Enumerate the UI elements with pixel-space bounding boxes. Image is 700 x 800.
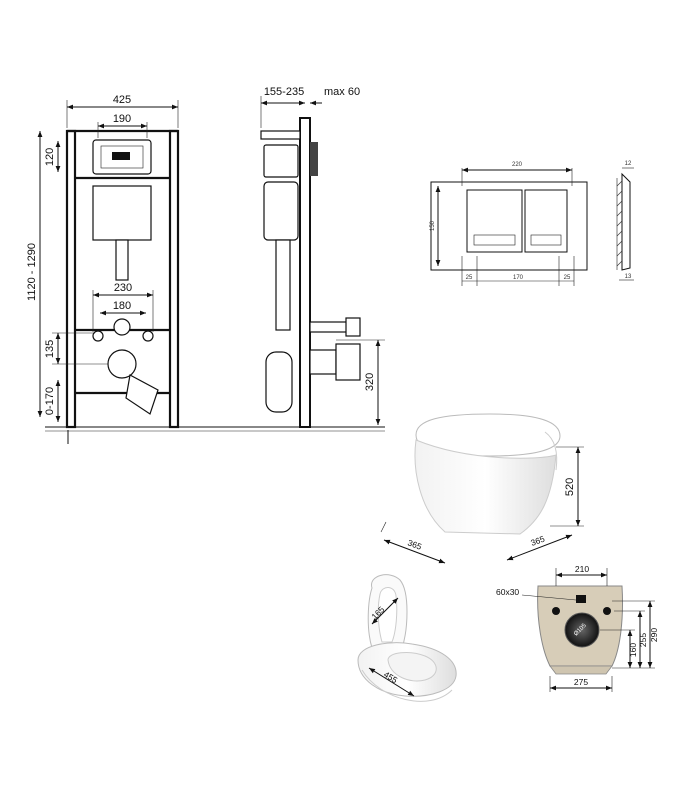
dim-wall-max: max 60 — [324, 86, 360, 98]
dim-drain-height: 320 — [364, 373, 376, 391]
side-top-rail — [260, 130, 301, 140]
drain-outlet — [107, 349, 137, 379]
water-valve — [345, 317, 361, 337]
dim-inlet-size: 60x30 — [496, 587, 519, 597]
frame-left-post — [65, 129, 77, 429]
dim-depth-range: 155-235 — [264, 86, 304, 98]
frame-right-post — [168, 129, 180, 429]
dim-width-total: 425 — [113, 94, 131, 106]
dim-plate-thickness-bottom: 13 — [625, 274, 632, 280]
rear-view: Ø105 60x30 210 275 290 255 160 — [496, 564, 659, 692]
flush-plate: 220 150 25 170 25 12 13 — [430, 161, 634, 286]
rear-bolt-right — [603, 607, 611, 615]
bowl-view: 520 365 365 — [380, 413, 584, 564]
bolt-left — [92, 330, 104, 342]
wall-section — [299, 117, 311, 428]
bolt-right — [142, 330, 154, 342]
dim-h-low: 160 — [628, 643, 638, 657]
dim-plate-thickness-top: 12 — [625, 161, 632, 167]
dim-h-outer: 290 — [649, 628, 659, 642]
plate-hatch — [616, 180, 623, 267]
flush-button-large-mark — [473, 234, 516, 246]
rear-drain-hole — [564, 612, 600, 648]
water-inlet — [113, 318, 131, 336]
dim-bolt-outer: 230 — [114, 282, 132, 294]
side-downpipe — [275, 239, 291, 331]
dim-plate-width: 220 — [512, 162, 523, 168]
rear-inlet — [576, 595, 586, 603]
dim-height-range: 1120 - 1290 — [26, 243, 38, 301]
water-connector — [309, 321, 351, 333]
dim-foot-adjust: 0-170 — [44, 387, 56, 415]
dim-plate-margin-left: 25 — [466, 275, 473, 281]
flush-button-small — [524, 189, 568, 253]
dim-bolt-inner: 180 — [113, 300, 131, 312]
dim-plate-center: 170 — [513, 275, 524, 281]
dim-plate-height: 150 — [430, 220, 436, 231]
side-cistern — [263, 181, 299, 241]
flush-pipe — [115, 239, 129, 281]
front-view: 425 190 120 1120 - 1290 230 180 135 0-17… — [26, 94, 385, 444]
dim-h-mid: 255 — [638, 633, 648, 647]
dim-bowl-depth: 365 — [406, 537, 423, 551]
side-flush-plate — [310, 142, 318, 176]
side-flush-box — [263, 144, 299, 178]
dim-bowl-width: 365 — [529, 534, 546, 548]
cistern — [92, 185, 152, 241]
drain-elbow — [125, 374, 159, 415]
dim-bolt-drain: 135 — [44, 340, 56, 358]
drain-coupling — [335, 343, 361, 381]
flush-mechanism — [100, 145, 144, 169]
rear-bolt-left — [552, 607, 560, 615]
flush-button-small-mark — [530, 234, 562, 246]
side-view: 155-235 max 60 320 — [260, 86, 385, 428]
dim-width-top: 190 — [113, 113, 131, 125]
bowl-body — [414, 439, 557, 535]
side-drain-bend — [265, 351, 293, 413]
flush-plate-outline — [430, 181, 588, 271]
plate-side-profile — [621, 172, 631, 271]
dim-bowl-height: 520 — [564, 478, 576, 496]
dim-height-top: 120 — [44, 148, 56, 166]
top-view: 165 455 — [357, 574, 457, 702]
dim-bottom-width: 275 — [574, 677, 588, 687]
flush-button-large — [466, 189, 523, 253]
dim-top-width: 210 — [575, 564, 589, 574]
dim-plate-margin-right: 25 — [564, 275, 571, 281]
flush-valve — [112, 152, 130, 160]
drain-connector — [309, 349, 337, 375]
